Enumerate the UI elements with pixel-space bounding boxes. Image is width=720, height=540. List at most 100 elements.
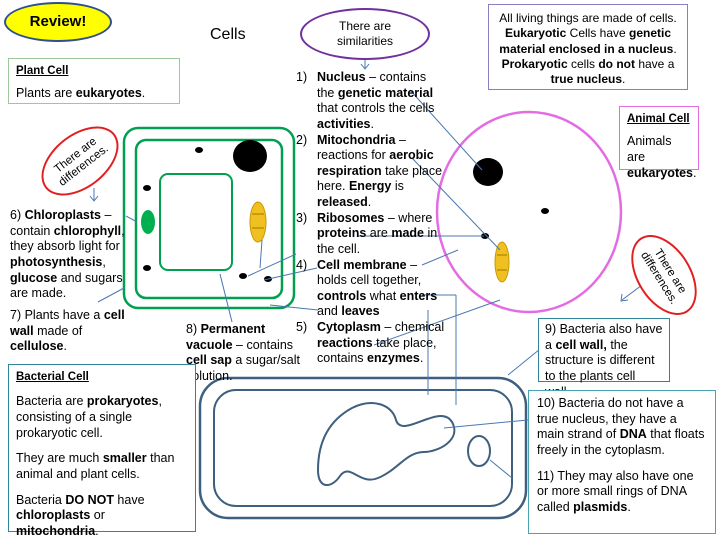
organelle-num: 5): [296, 320, 308, 334]
organelle-text: controls: [317, 288, 367, 303]
plant-cell-heading: Plant Cell: [16, 65, 69, 77]
dna-box: 10) Bacteria do not have a true nucleus,…: [528, 390, 716, 534]
vacuole-text: – contains: [232, 337, 294, 352]
wall-text: made of: [33, 323, 83, 338]
all-cells-text-4: .: [673, 41, 677, 56]
bacterium-plasmid: [467, 435, 491, 467]
animal-cell-heading: Animal Cell: [627, 113, 690, 125]
all-cells-text-5: Prokaryotic: [501, 57, 568, 72]
dna-note: 10) Bacteria do not have a true nucleus,…: [537, 396, 707, 459]
plasmids-note: 11) They may also have one or more small…: [537, 469, 707, 516]
organelle-text: enzymes: [367, 351, 420, 366]
plant-cell-membrane: [134, 138, 284, 300]
plant-vacuole: [159, 173, 233, 271]
organelle-text: – chemical: [380, 320, 445, 334]
plasmid-text: 11) They may also have one or more small…: [537, 468, 694, 514]
organelle-num: 1): [296, 70, 308, 84]
organelle-text: Energy: [348, 179, 392, 194]
all-cells-text-10: .: [622, 72, 626, 87]
organelle-num: 2): [296, 132, 308, 147]
organelle-text: are: [366, 226, 392, 241]
organelle-text: genetic material: [337, 85, 434, 100]
vacuole-text: cell sap: [186, 353, 232, 368]
organelle-text: that controls the cells: [317, 101, 435, 116]
all-cells-text-2: Cells have: [566, 26, 630, 41]
all-cells-text-0: All living things are made of cells.: [499, 11, 677, 25]
review-badge: Review!: [4, 2, 112, 42]
organelle-text: proteins: [317, 226, 367, 241]
plant-cell-box: Plant Cell Plants are eukaryotes.: [8, 58, 180, 104]
organelle-list: 1) Nucleus – contains the genetic materi…: [296, 70, 446, 367]
vacuole-text: Permanent vacuole: [186, 322, 266, 352]
bact-text: smaller: [102, 451, 147, 466]
plant-mitochondria: [249, 201, 267, 243]
organelle-text: and: [317, 304, 342, 319]
organelle-num: 4): [296, 257, 308, 272]
bact-text: They are much: [16, 451, 103, 466]
dna-text: DNA: [619, 427, 647, 442]
wall-text: cell wall: [10, 308, 125, 338]
organelle-text: in the cell.: [317, 226, 438, 256]
organelle-text: Mitochondria: [317, 132, 396, 147]
organelle-text: .: [370, 116, 374, 131]
organelle-text: is: [391, 179, 404, 194]
animal-text-0: Animals are: [627, 134, 672, 164]
wall-text: .: [63, 339, 67, 354]
all-cells-text-9: true nucleus: [550, 72, 622, 87]
bacterium-dna: [316, 402, 456, 486]
dna-text: 10) Bacteria do not have a true nucleus,…: [537, 396, 684, 442]
plasmid-text: plasmids: [573, 499, 628, 514]
bacterial-cell-p3: Bacteria DO NOT have chloroplasts or mit…: [16, 493, 188, 540]
organelle-text: take place here.: [317, 163, 443, 194]
all-cells-text-7: do not: [598, 57, 635, 72]
pointer-lines: [89, 60, 643, 479]
organelle-text: take place, contains: [317, 335, 437, 366]
animal-text-2: .: [693, 165, 697, 180]
animal-cell-diagram: [435, 110, 623, 314]
animal-cell-text: Animals are eukaryotes.: [627, 134, 697, 181]
animal-cell-box: Animal Cell Animals are eukaryotes.: [619, 106, 699, 180]
plasmid-text: .: [627, 499, 631, 514]
chloro-text: Chloroplasts: [24, 208, 101, 222]
plant-cell-diagram: [122, 126, 296, 310]
bact-text: mitochondria: [16, 523, 96, 538]
bacteria-wall-box: 9) Bacteria also have a cell wall, the s…: [538, 318, 670, 399]
plant-text-1: eukaryotes: [75, 86, 142, 101]
bacterial-cell-heading: Bacterial Cell: [16, 371, 89, 383]
vacuole-text: a sugar/salt solution.: [186, 353, 300, 383]
plant-text-0: Plants are: [16, 86, 76, 101]
bact-text: Bacteria: [16, 492, 66, 507]
bacterial-cell-box: Bacterial Cell Bacteria are prokaryotes,…: [8, 364, 196, 538]
all-cells-text-6: cells: [567, 57, 599, 72]
plant-chloroplast: [141, 210, 155, 234]
organelle-text: Ribosomes: [317, 210, 385, 225]
dna-text: that floats freely in the cytoplasm.: [537, 427, 705, 457]
plant-text-2: .: [141, 86, 146, 101]
chloro-text: glucose: [10, 270, 58, 285]
chloro-text: chlorophyll: [53, 223, 122, 238]
organelle-text: what: [366, 288, 400, 303]
wall-text: cellulose: [10, 339, 64, 354]
plant-cell-text: Plants are eukaryotes.: [16, 86, 172, 102]
bwall-text: 9) Bacteria also have a: [545, 322, 663, 352]
bacterium-diagram: [198, 376, 528, 520]
chloro-text: photosynthesis: [10, 254, 103, 269]
bact-text: than animal and plant cells.: [16, 451, 175, 481]
organelle-text: – reactions for: [317, 132, 406, 163]
animal-mitochondria: [494, 241, 510, 283]
chloroplasts-note: 6) Chloroplasts – contain chlorophyll, t…: [10, 208, 130, 302]
organelle-text: Cytoplasm: [317, 320, 381, 334]
wall-text: 7) Plants have a: [10, 308, 104, 322]
animal-text-1: eukaryotes: [627, 165, 694, 180]
all-cells-text-8: have a: [635, 57, 675, 72]
organelle-text: enters: [399, 288, 438, 303]
bacterium-cell-wall: [198, 376, 528, 520]
organelle-item-cytoplasm: 5) Cytoplasm – chemical reactions take p…: [296, 320, 446, 367]
organelle-item-nucleus: 1) Nucleus – contains the genetic materi…: [296, 70, 446, 133]
cell-wall-note: 7) Plants have a cell wall made of cellu…: [10, 308, 142, 355]
bact-text: chloroplasts: [16, 508, 91, 523]
all-cells-box: All living things are made of cells. Euk…: [488, 4, 688, 90]
organelle-text: Cell membrane: [317, 257, 407, 272]
bact-text: , consisting of a single prokaryotic cel…: [16, 394, 162, 440]
